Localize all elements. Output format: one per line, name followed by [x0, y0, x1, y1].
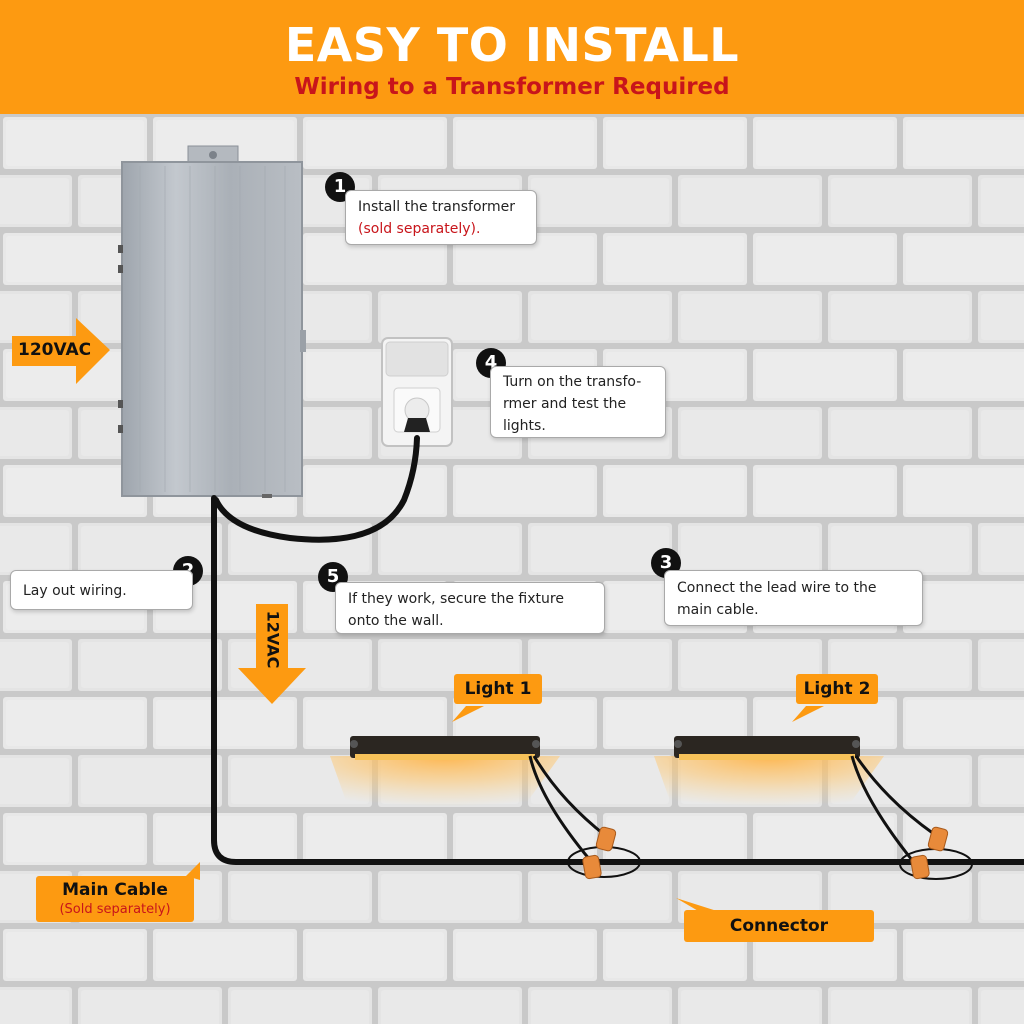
step-2-callout: Lay out wiring. — [10, 570, 193, 610]
page-subtitle: Wiring to a Transformer Required — [294, 74, 730, 100]
main-cable-wire — [211, 495, 1024, 865]
main-cable-label: Main Cable (Sold separately) — [36, 876, 194, 922]
step-4-callout: Turn on the transfo- rmer and test the l… — [490, 366, 666, 438]
step-1-number: 1 — [325, 172, 355, 202]
step-5-callout: If they work, secure the fixture onto th… — [335, 582, 605, 634]
step-2-text: Lay out wiring. — [23, 583, 127, 599]
light-1-connectors — [567, 826, 641, 880]
light-2-label: Light 2 — [796, 674, 878, 704]
step-3-text-line1: Connect the lead wire to the — [677, 580, 877, 596]
step-4-text-line2: rmer and test the — [503, 396, 627, 412]
main-cable-title: Main Cable — [62, 880, 168, 900]
wire-connector-icon — [595, 826, 617, 852]
outdoor-outlet-icon — [381, 337, 453, 447]
step-4-text-line3: lights. — [503, 418, 546, 434]
step-1-note: (sold separately). — [358, 221, 481, 237]
power-cord — [213, 435, 420, 543]
main-cable-note: (Sold separately) — [59, 902, 171, 917]
step-1-callout: Install the transformer (sold separately… — [345, 190, 537, 245]
input-voltage-arrow — [12, 318, 110, 384]
output-voltage-arrow — [238, 604, 306, 704]
page-title: EASY TO INSTALL — [284, 18, 740, 72]
output-voltage-label: 12VAC — [263, 610, 283, 669]
transformer-box-icon — [118, 145, 306, 498]
input-voltage-label: 120VAC — [18, 340, 92, 360]
step-1-text: Install the transformer — [358, 199, 516, 215]
step-3-callout: Connect the lead wire to the main cable. — [664, 570, 923, 626]
light-2-connectors — [899, 826, 973, 880]
step-5-text-line2: onto the wall. — [348, 613, 444, 629]
wire-connector-icon — [927, 826, 949, 852]
step-5-text-line1: If they work, secure the fixture — [348, 591, 564, 607]
step-4-text-line1: Turn on the transfo- — [503, 374, 642, 390]
light-1-label: Light 1 — [454, 674, 542, 704]
header-banner: EASY TO INSTALL Wiring to a Transformer … — [0, 0, 1024, 114]
connector-label: Connector — [684, 910, 874, 942]
wire-connector-icon — [910, 854, 930, 880]
under-cabinet-light-icon — [330, 736, 607, 861]
wire-connector-icon — [582, 854, 602, 880]
step-3-text-line2: main cable. — [677, 602, 759, 618]
under-cabinet-light-icon — [654, 736, 935, 861]
